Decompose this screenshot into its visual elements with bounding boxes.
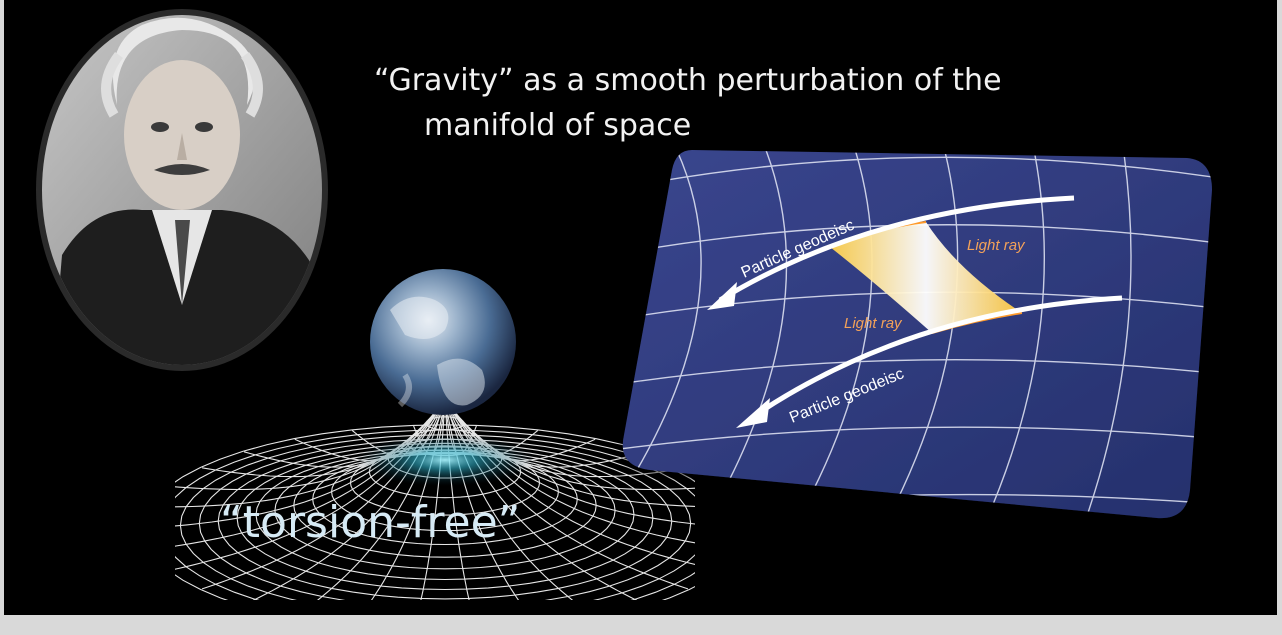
portrait-photo — [36, 9, 328, 371]
slide-frame-right — [1277, 0, 1282, 635]
slide-frame-left — [0, 0, 4, 635]
particle-geodesic-bottom-path — [752, 295, 1123, 419]
light-ray-top-label: Light ray — [967, 237, 1026, 254]
gravity-well-illustration — [175, 269, 695, 600]
geodesic-diagram: Particle geodeisc Light ray Light ray Pa… — [622, 150, 1212, 519]
light-ray-bottom-label: Light ray — [844, 315, 903, 332]
torsion-free-caption: “torsion-free” — [220, 497, 521, 548]
gravity-well-glow — [355, 434, 535, 486]
earth-globe-icon — [370, 269, 516, 415]
slide-subtitle: “Gravity” as a smooth perturbation of th… — [374, 58, 1074, 148]
subtitle-line-2: manifold of space — [424, 108, 692, 143]
curved-grid — [622, 150, 1212, 519]
particle-geodesic-top-path — [718, 195, 1075, 303]
mesh-line — [175, 424, 695, 600]
arrowhead-bottom-icon — [736, 398, 770, 428]
arrowhead-top-icon — [707, 282, 737, 310]
subtitle-line-1: “Gravity” as a smooth perturbation of th… — [374, 63, 1002, 98]
slide-frame-bottom — [0, 615, 1282, 635]
light-ray-strip — [830, 222, 1022, 333]
